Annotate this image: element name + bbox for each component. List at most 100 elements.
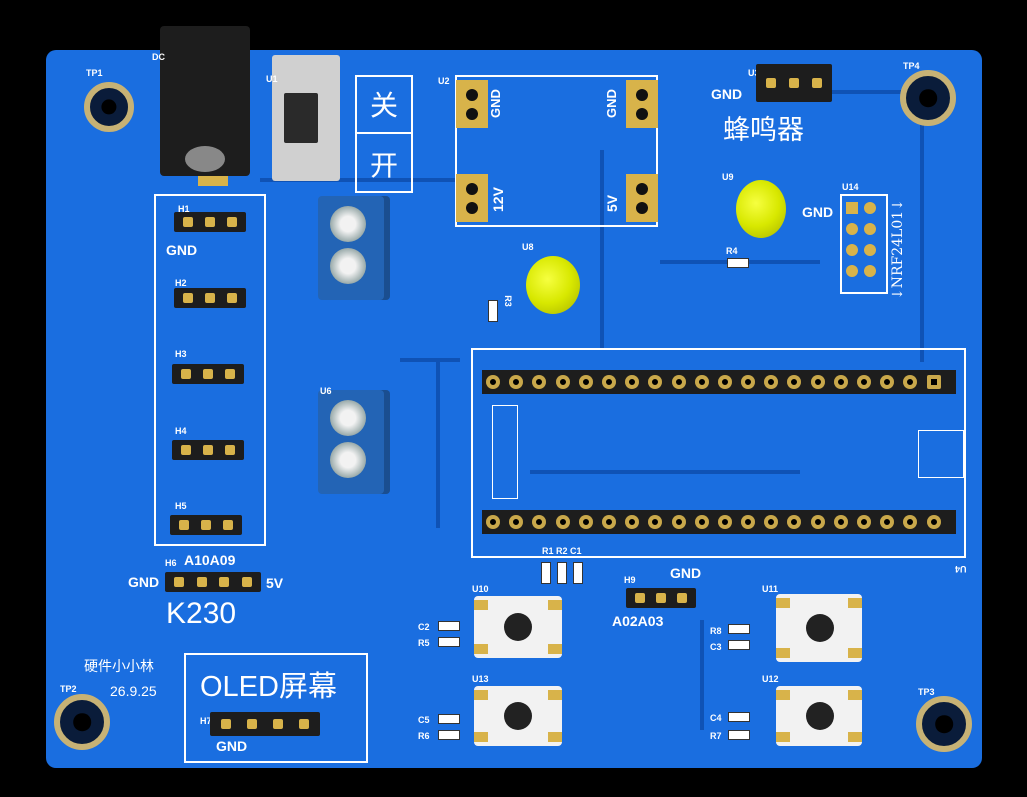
power-module-box: [455, 75, 658, 227]
test-point-hole: [84, 82, 134, 132]
u14-label: U14: [842, 182, 859, 192]
r4-label: R4: [726, 246, 738, 256]
trace: [436, 358, 440, 528]
pad-12v: [456, 174, 488, 222]
header-h1: [174, 212, 246, 232]
gnd-right-label: GND: [604, 89, 619, 118]
capacitor-c5: [438, 714, 460, 724]
resistor-r6: [438, 730, 460, 740]
u13-label: U13: [472, 674, 489, 684]
resistor-r5: [438, 637, 460, 647]
button-u12[interactable]: [776, 686, 862, 746]
r1r2c1-label: R1 R2 C1: [542, 546, 582, 556]
trace: [260, 178, 460, 182]
tp1-label: TP1: [86, 68, 103, 78]
designer-label: 硬件小小林: [84, 658, 154, 674]
trace: [400, 358, 460, 362]
tp2-label: TP2: [60, 684, 77, 694]
resistor-r1: [541, 562, 551, 584]
u8-label: U8: [522, 242, 534, 252]
h4-label: H4: [175, 426, 187, 436]
u11-label: U11: [762, 584, 779, 594]
c2-label: C2: [418, 622, 430, 632]
mcu-module-outline: [471, 348, 966, 558]
oled-gnd-label: GND: [216, 738, 248, 754]
header-h5: [170, 515, 242, 535]
pad-5v: [626, 174, 658, 222]
button-u10[interactable]: [474, 596, 562, 658]
button-u13[interactable]: [474, 686, 562, 746]
header-h6: [165, 572, 261, 592]
test-point-hole: [900, 70, 956, 126]
test-point-hole: [916, 696, 972, 752]
capacitor-c2: [438, 621, 460, 631]
trace: [530, 470, 800, 474]
terminal-block-u6: [318, 390, 390, 494]
h5-label: H5: [175, 501, 187, 511]
resistor-r7: [728, 730, 750, 740]
h9-pins-label: A02A03: [612, 613, 664, 629]
buzzer-gnd-label: GND: [711, 86, 743, 102]
h1-label: H1: [178, 204, 190, 214]
trace: [816, 90, 926, 94]
header-h3: [172, 364, 244, 384]
c3-label: C3: [710, 642, 722, 652]
on-label: 开: [370, 150, 399, 181]
tp4-label: TP4: [903, 61, 920, 71]
header-h9: [626, 588, 696, 608]
nrf-pin-grid: [846, 202, 882, 288]
u3-label: U3: [748, 68, 760, 78]
nrf-label: ↓NRF24L01↓: [890, 199, 906, 300]
module-outline-small: [492, 405, 518, 499]
r3-label: R3: [502, 295, 513, 307]
oled-label: OLED屏幕: [200, 671, 337, 703]
h1-gnd-label: GND: [166, 242, 198, 258]
h6-gnd-label: GND: [128, 574, 160, 590]
header-group-outline: [154, 194, 266, 546]
h9-label: H9: [624, 575, 636, 585]
pin-row-bottom-holes: [486, 515, 950, 529]
header-h7: [210, 712, 320, 736]
r8-label: R8: [710, 626, 722, 636]
capacitor-c4: [728, 712, 750, 722]
nrf-outline: [840, 194, 888, 294]
led-u8: [526, 256, 580, 314]
dc-label: DC: [152, 52, 165, 62]
r7-label: R7: [710, 731, 722, 741]
pad-gnd-left: [456, 80, 488, 128]
header-h4: [172, 440, 244, 460]
pad-gnd-right: [626, 80, 658, 128]
divider: [355, 132, 413, 134]
buzzer-header: [756, 64, 832, 102]
h6-5v-label: 5V: [266, 575, 284, 591]
model-label: K230: [166, 597, 237, 630]
trace: [920, 92, 924, 362]
h7-label: H7: [200, 716, 212, 726]
r6-label: R6: [418, 731, 430, 741]
u4-label: U4: [955, 564, 967, 574]
u9-label: U9: [722, 172, 734, 182]
capacitor-c3: [728, 640, 750, 650]
button-u11[interactable]: [776, 594, 862, 662]
c4-label: C4: [710, 713, 722, 723]
pin-row-top-holes: [486, 375, 950, 389]
h6-pins-label: A10A09: [184, 552, 236, 568]
c5-label: C5: [418, 715, 430, 725]
u12-label: U12: [762, 674, 779, 684]
tp3-label: TP3: [918, 687, 935, 697]
h3-label: H3: [175, 349, 187, 359]
dc-jack: [160, 26, 250, 186]
header-h2: [174, 288, 246, 308]
h9-gnd-label: GND: [670, 565, 702, 581]
power-switch[interactable]: [272, 55, 340, 181]
trace: [700, 620, 704, 730]
module-outline-right: [918, 430, 964, 478]
r5-label: R5: [418, 638, 430, 648]
v5-label: 5V: [604, 194, 620, 212]
resistor-r4: [727, 258, 749, 268]
oled-outline: [184, 653, 368, 763]
buzzer-label: 蜂鸣器: [723, 115, 804, 145]
resistor-r2: [557, 562, 567, 584]
h2-label: H2: [175, 278, 187, 288]
u2-label: U2: [438, 76, 450, 86]
